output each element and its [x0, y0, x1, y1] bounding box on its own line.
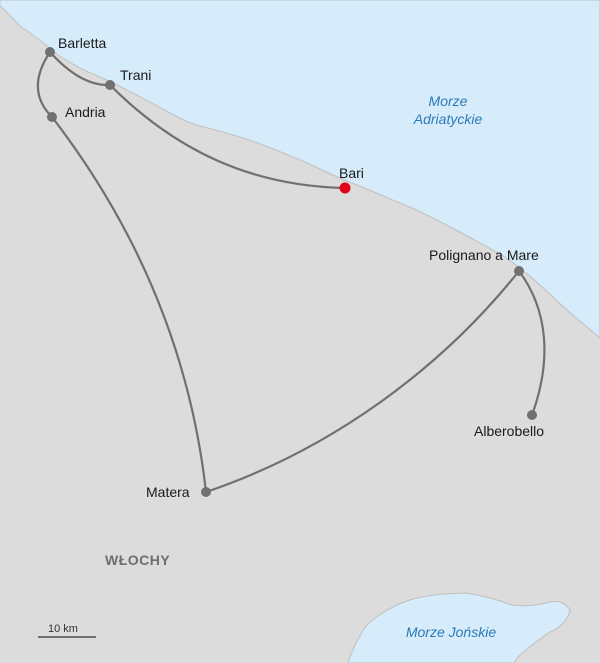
city-marker-barletta[interactable] — [45, 47, 55, 57]
city-label-polignano: Polignano a Mare — [429, 247, 539, 263]
city-marker-andria[interactable] — [47, 112, 57, 122]
scale-bar: 10 km — [38, 623, 96, 638]
route-andria-matera — [50, 115, 208, 494]
route-barletta-andria — [36, 50, 54, 119]
city-label-andria: Andria — [65, 104, 106, 120]
city-marker-polignano[interactable] — [514, 266, 524, 276]
city-label-matera: Matera — [146, 484, 190, 500]
city-marker-trani[interactable] — [105, 80, 115, 90]
route-polignano-alberobello — [517, 269, 546, 417]
city-label-barletta: Barletta — [58, 35, 106, 51]
route-trani-bari — [108, 83, 347, 190]
sea-label-adriatic-line2: Adriatyckie — [413, 111, 483, 127]
route-matera-polignano — [204, 269, 521, 494]
city-label-alberobello: Alberobello — [474, 423, 544, 439]
city-marker-alberobello[interactable] — [527, 410, 537, 420]
ionian-sea — [347, 592, 571, 663]
sea-label-ionian: Morze Jońskie — [406, 624, 496, 640]
city-marker-matera[interactable] — [201, 487, 211, 497]
country-label: WŁOCHY — [105, 552, 170, 568]
scale-bar-label: 10 km — [48, 623, 78, 635]
city-label-bari: Bari — [339, 165, 364, 181]
city-label-trani: Trani — [120, 67, 151, 83]
city-marker-bari[interactable] — [339, 182, 351, 194]
sea-label-adriatic-line1: Morze — [429, 93, 468, 109]
route-barletta-trani — [48, 50, 112, 87]
adriatic-sea — [0, 0, 600, 339]
